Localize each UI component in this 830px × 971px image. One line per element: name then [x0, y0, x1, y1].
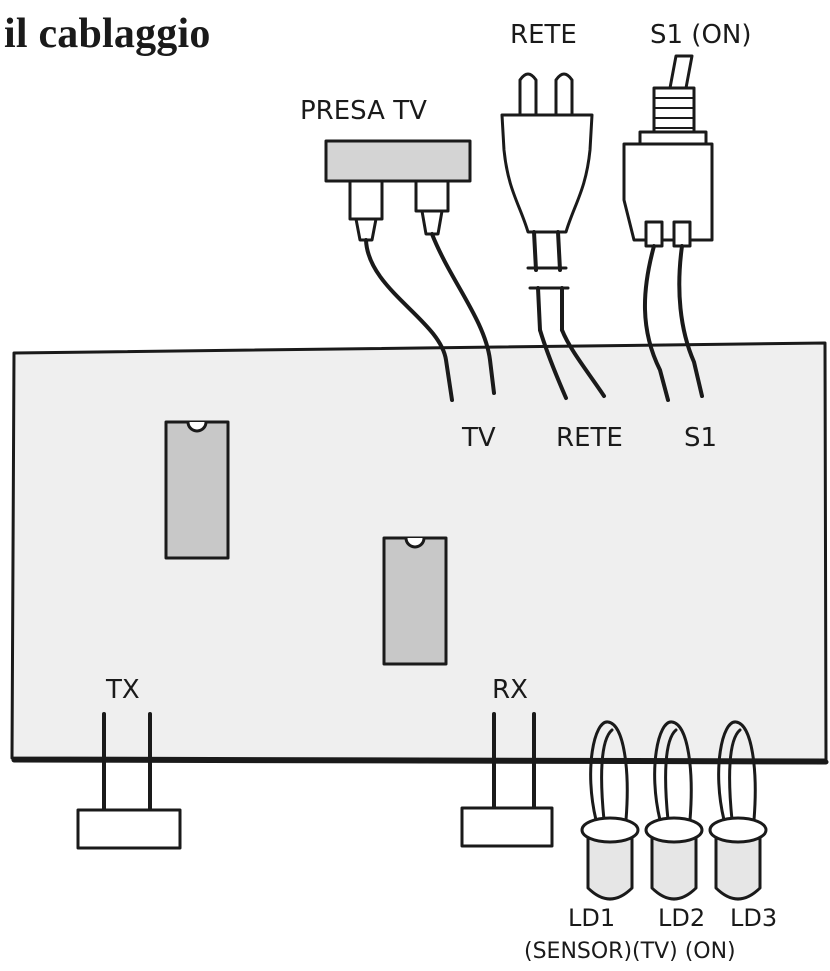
label-s1-on: S1 (ON) — [650, 20, 752, 50]
circuit-board-edge — [11, 757, 829, 765]
ld1-rim — [580, 816, 640, 844]
label-ld2: LD2 — [658, 904, 705, 932]
label-led-notes: (SENSOR)(TV) (ON) — [524, 939, 736, 964]
ld3-leads — [717, 720, 757, 822]
tv-socket-pin-right — [414, 179, 450, 213]
s1-wire-1 — [643, 244, 670, 402]
mains-plug-body — [500, 113, 594, 234]
tv-socket-plug-left — [354, 217, 378, 242]
switch-collar — [638, 130, 708, 146]
s1-wire-2 — [677, 244, 704, 398]
ld3-body — [714, 828, 762, 901]
tv-socket-plug-right — [420, 209, 444, 236]
rete-wire-2 — [560, 328, 606, 398]
diagram-title: il cablaggio — [4, 11, 211, 57]
rx-module — [460, 806, 554, 848]
switch-lever — [668, 54, 694, 90]
ic-chip-1-notch — [186, 420, 208, 433]
ic-chip-2-notch — [404, 536, 426, 549]
label-rete-top: RETE — [510, 20, 577, 50]
tv-wire-2 — [430, 232, 496, 395]
ld1-body — [586, 828, 634, 901]
rete-wire-1 — [538, 328, 568, 400]
mains-plug-prong-right — [554, 72, 574, 117]
mains-plug-prong-left — [518, 72, 538, 117]
tx-module — [76, 808, 182, 850]
ld2-body — [650, 828, 698, 901]
label-s1: S1 — [684, 423, 717, 453]
ld1-leads — [589, 720, 629, 822]
ic-chip-1 — [164, 420, 230, 560]
mains-cable — [532, 230, 562, 272]
label-ld1: LD1 — [568, 904, 615, 932]
ld2-rim — [644, 816, 704, 844]
ld3-rim — [708, 816, 768, 844]
label-rx: RX — [492, 675, 528, 705]
mains-cable-band — [526, 266, 570, 290]
label-ld3: LD3 — [730, 904, 777, 932]
switch-lug-left — [644, 220, 664, 248]
ld2-leads — [653, 720, 693, 822]
label-tx: TX — [105, 675, 140, 705]
tv-socket-pin-left — [348, 179, 384, 221]
tv-wire-1 — [364, 238, 454, 402]
ic-chip-2 — [382, 536, 448, 666]
switch-thread-lines — [653, 97, 695, 129]
label-presa-tv: PRESA TV — [300, 96, 427, 126]
label-tv: TV — [461, 423, 496, 453]
mains-cable-lower — [536, 286, 564, 332]
switch-body — [622, 142, 714, 242]
tv-socket-body — [324, 139, 472, 183]
label-rete: RETE — [556, 423, 623, 453]
switch-lug-right — [672, 220, 692, 248]
